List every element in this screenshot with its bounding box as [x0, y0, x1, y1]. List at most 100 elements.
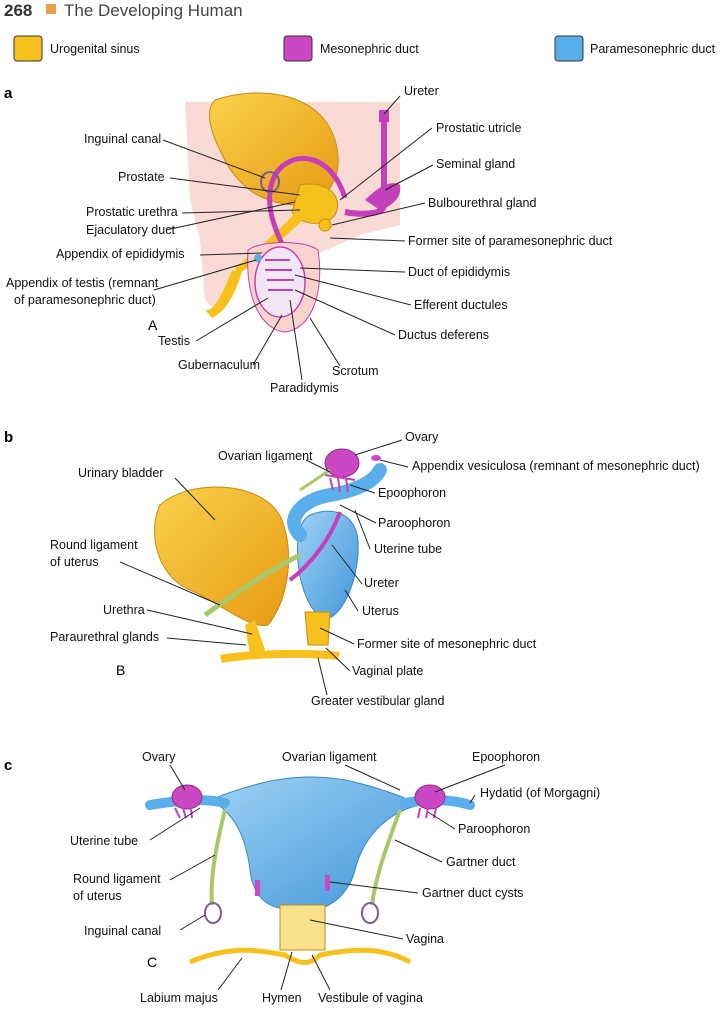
legend-swatch-mesonephric — [283, 35, 313, 62]
panel-c-letter: c — [4, 757, 12, 774]
urinary-bladder-shape — [154, 486, 290, 627]
label-duct-epididymis: Duct of epididymis — [408, 265, 510, 279]
header-square-icon — [46, 4, 56, 14]
label-paradidymis: Paradidymis — [270, 381, 339, 395]
label-vestibule: Vestibule of vagina — [318, 991, 423, 1005]
label-vaginal-plate: Vaginal plate — [352, 664, 423, 678]
label-appendix-testis-1: Appendix of testis (remnant — [6, 276, 159, 290]
round-ligament-right — [370, 809, 402, 906]
panel-a-caption: A — [148, 317, 158, 333]
label-ureter-a: Ureter — [404, 84, 439, 98]
label-ovarian-ligament-b: Ovarian ligament — [218, 449, 313, 463]
label-efferent-ductules: Efferent ductules — [414, 298, 508, 312]
legend-swatch-urogenital — [13, 35, 43, 62]
legend-label-paramesonephric: Paramesonephric duct — [590, 42, 716, 56]
appendix-vesiculosa-dot — [371, 455, 381, 461]
label-scrotum: Scrotum — [332, 364, 379, 378]
label-appendix-epididymis: Appendix of epididymis — [56, 247, 185, 261]
panel-c: c C — [4, 750, 600, 1005]
vaginal-plate-shape — [304, 611, 331, 646]
label-urethra-b: Urethra — [103, 603, 145, 617]
ovary-shape-b — [324, 448, 360, 478]
legend-label-mesonephric: Mesonephric duct — [320, 42, 419, 56]
label-paroophoron-c: Paroophoron — [458, 822, 530, 836]
label-round-ligament-c-1: Round ligament — [73, 872, 161, 886]
round-ligament-left — [209, 809, 227, 906]
epoophoron-lines-b — [324, 474, 356, 493]
panel-a-leaders — [153, 95, 434, 381]
label-vagina: Vagina — [406, 932, 444, 946]
urethra-b — [245, 620, 265, 655]
label-uterine-tube-b: Uterine tube — [374, 542, 442, 556]
inguinal-ring-left — [204, 902, 222, 924]
panel-a-letter: a — [4, 85, 13, 102]
book-title: The Developing Human — [64, 1, 243, 20]
epoophoron-right — [417, 807, 437, 819]
appendix-testis-dot — [254, 254, 262, 262]
label-seminal-gland: Seminal gland — [436, 157, 515, 171]
legend-swatch-paramesonephric — [554, 35, 584, 62]
panel-b: b B — [4, 429, 700, 708]
efferent-lines — [265, 259, 294, 291]
uterus-body-c — [208, 776, 422, 909]
bulbourethral-shape — [318, 218, 332, 232]
gartner-cyst-right — [325, 875, 330, 891]
label-appendix-vesiculosa: Appendix vesiculosa (remnant of mesoneph… — [412, 459, 700, 473]
label-round-ligament-b-1: Round ligament — [50, 538, 138, 552]
epoophoron-left — [174, 807, 193, 819]
label-uterine-tube-c: Uterine tube — [70, 834, 138, 848]
page-number: 268 — [4, 1, 32, 20]
label-ovary-b: Ovary — [405, 430, 439, 444]
label-bulbourethral: Bulbourethral gland — [428, 196, 536, 210]
label-ejaculatory-duct: Ejaculatory duct — [86, 223, 175, 237]
label-prostatic-urethra: Prostatic urethra — [86, 205, 178, 219]
legend: Urogenital sinus Mesonephric duct Parame… — [13, 35, 716, 62]
vagina-shape — [279, 904, 326, 951]
label-former-site-a: Former site of paramesonephric duct — [408, 234, 613, 248]
label-former-site-b: Former site of mesonephric duct — [357, 637, 537, 651]
label-prostate: Prostate — [118, 170, 165, 184]
label-gartner-duct: Gartner duct — [446, 855, 516, 869]
vestibule-c — [189, 947, 412, 965]
panel-b-caption: B — [116, 662, 125, 678]
label-labium-majus: Labium majus — [140, 991, 218, 1005]
seminal-gland-shape — [365, 183, 401, 210]
label-ductus-deferens: Ductus deferens — [398, 328, 489, 342]
label-ovary-c: Ovary — [142, 750, 176, 764]
label-inguinal-canal-c: Inguinal canal — [84, 924, 161, 938]
panel-a: a A — [4, 84, 613, 395]
label-ureter-b: Ureter — [364, 576, 399, 590]
label-round-ligament-c-2: of uterus — [73, 889, 122, 903]
panel-c-caption: C — [147, 954, 157, 970]
inguinal-ring-right — [361, 902, 379, 924]
label-gubernaculum: Gubernaculum — [178, 358, 260, 372]
panel-c-leaders — [149, 764, 506, 991]
penis-urethra — [205, 270, 242, 318]
label-testis: Testis — [158, 334, 190, 348]
label-greater-vestibular: Greater vestibular gland — [311, 694, 444, 708]
panel-b-leaders — [119, 439, 409, 696]
label-appendix-testis-2: of paramesonephric duct) — [14, 293, 156, 307]
label-inguinal-canal-a: Inguinal canal — [84, 132, 161, 146]
vestibule-b — [220, 649, 340, 663]
legend-label-urogenital: Urogenital sinus — [50, 42, 140, 56]
testis-shape — [254, 246, 306, 318]
label-epoophoron-c: Epoophoron — [472, 750, 540, 764]
label-urinary-bladder: Urinary bladder — [78, 466, 163, 480]
label-uterus: Uterus — [362, 604, 399, 618]
inguinal-ring — [260, 171, 280, 193]
label-prostatic-utricle: Prostatic utricle — [436, 121, 521, 135]
ovary-left-c — [171, 784, 203, 810]
ureter-end — [379, 110, 389, 122]
label-epoophoron-b: Epoophoron — [378, 486, 446, 500]
round-ligament-b — [203, 552, 302, 618]
uterine-tube-b — [287, 463, 387, 542]
label-ovarian-ligament-c: Ovarian ligament — [282, 750, 377, 764]
gartner-cyst-left — [255, 880, 260, 896]
label-paraurethral: Paraurethral glands — [50, 630, 159, 644]
label-paroophoron-b: Paroophoron — [378, 516, 450, 530]
label-round-ligament-b-2: of uterus — [50, 555, 99, 569]
label-gartner-cysts: Gartner duct cysts — [422, 886, 523, 900]
label-hymen: Hymen — [262, 991, 302, 1005]
